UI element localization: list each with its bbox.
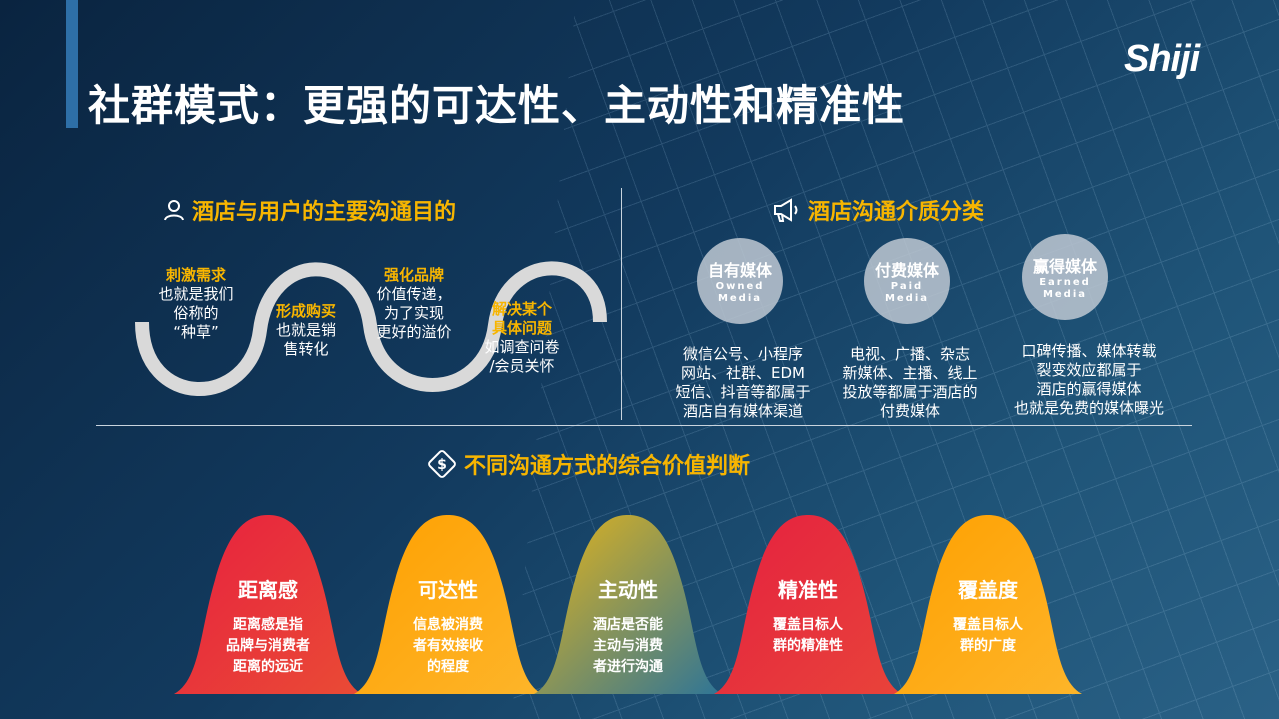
media-description: 电视、广播、杂志新媒体、主播、线上投放等都属于酒店的付费媒体	[842, 345, 978, 420]
page-title: 社群模式：更强的可达性、主动性和精准性	[88, 81, 906, 130]
section-heading-purpose: 酒店与用户的主要沟通目的	[162, 194, 456, 226]
value-bell-4: 覆盖度 覆盖目标人群的广度	[890, 510, 1086, 696]
section-heading-text: 酒店与用户的主要沟通目的	[192, 200, 457, 225]
section-heading-value: $ 不同沟通方式的综合价值判断	[426, 448, 750, 480]
purpose-item: 刺激需求也就是我们俗称的“种草”	[158, 266, 234, 341]
section-heading-text: 酒店沟通介质分类	[808, 200, 985, 225]
section-heading-media: 酒店沟通介质分类	[772, 194, 984, 226]
user-icon	[164, 200, 184, 221]
value-bell-1: 可达性 信息被消费者有效接收的程度	[350, 510, 546, 696]
divider-horizontal	[96, 425, 1192, 426]
value-bell-2: 主动性 酒店是否能主动与消费者进行沟通	[530, 510, 726, 696]
purpose-item: 解决某个具体问题如调查问卷/会员关怀	[484, 300, 560, 375]
wave-decoration	[135, 261, 607, 396]
purpose-item: 强化品牌价值传递，为了实现更好的溢价	[376, 266, 452, 341]
megaphone-icon	[774, 198, 798, 222]
money-icon: $	[428, 450, 456, 478]
value-bell-3: 精准性 覆盖目标人群的精准性	[710, 510, 906, 696]
title-accent-bar	[66, 0, 78, 128]
divider-vertical	[621, 188, 622, 420]
svg-text:$: $	[437, 457, 447, 473]
value-bell-0: 距离感 距离感是指品牌与消费者距离的远近	[170, 510, 366, 696]
section-heading-text: 不同沟通方式的综合价值判断	[464, 454, 751, 479]
shiji-logo: Shiji	[1124, 38, 1200, 80]
purpose-item: 形成购买也就是销售转化	[275, 302, 336, 358]
media-description: 口碑传播、媒体转载裂变效应都属于酒店的赢得媒体也就是免费的媒体曝光	[1013, 342, 1164, 417]
